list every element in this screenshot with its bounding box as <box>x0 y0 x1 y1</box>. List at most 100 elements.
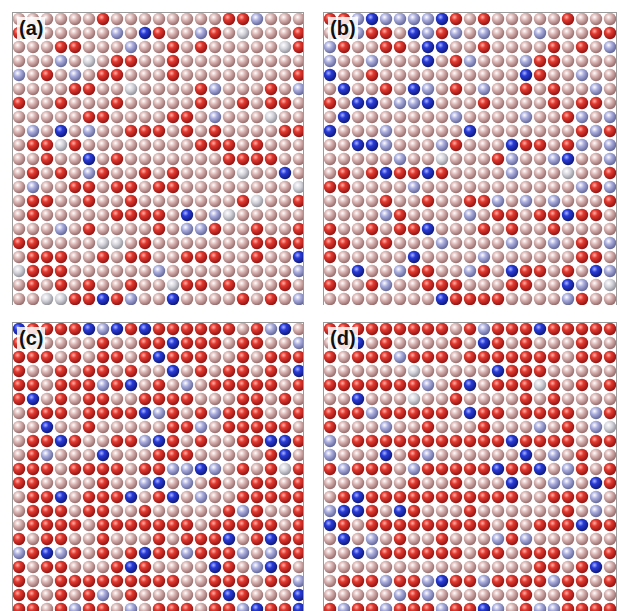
atom-sphere <box>380 463 392 475</box>
atom-sphere <box>352 519 364 531</box>
atom-sphere <box>55 153 67 165</box>
atom-sphere <box>408 337 420 349</box>
atom-sphere <box>464 337 476 349</box>
atom-sphere <box>338 153 350 165</box>
atom-sphere <box>520 449 532 461</box>
atom-spheres <box>13 323 304 611</box>
atom-sphere <box>324 365 336 377</box>
atom-sphere <box>562 27 574 39</box>
atom-sphere <box>548 125 560 137</box>
atom-sphere <box>69 533 81 545</box>
atom-sphere <box>237 153 249 165</box>
atom-sphere <box>69 27 81 39</box>
atom-sphere <box>27 575 39 587</box>
atom-sphere <box>548 589 560 601</box>
atom-sphere <box>27 293 39 305</box>
atom-sphere <box>27 139 39 151</box>
atom-sphere <box>548 491 560 503</box>
panel-label: (a) <box>17 17 45 39</box>
atom-sphere <box>139 97 151 109</box>
atom-sphere <box>195 435 207 447</box>
atom-sphere <box>408 195 420 207</box>
atom-sphere <box>265 547 277 559</box>
atom-sphere <box>590 265 602 277</box>
atom-sphere <box>55 83 67 95</box>
atom-sphere <box>324 125 336 137</box>
atom-sphere <box>324 589 336 601</box>
atom-sphere <box>125 41 137 53</box>
atom-sphere <box>408 139 420 151</box>
atom-sphere <box>562 435 574 447</box>
atom-sphere <box>562 251 574 263</box>
atom-sphere <box>422 265 434 277</box>
atom-sphere <box>366 139 378 151</box>
atom-sphere <box>450 505 462 517</box>
atom-sphere <box>338 435 350 447</box>
atom-sphere <box>450 435 462 447</box>
atom-sphere <box>464 379 476 391</box>
atom-sphere <box>167 463 179 475</box>
atom-sphere <box>41 279 53 291</box>
atom-sphere <box>41 575 53 587</box>
atom-sphere <box>125 491 137 503</box>
atom-sphere <box>97 111 109 123</box>
atom-sphere <box>324 561 336 573</box>
atom-sphere <box>181 519 193 531</box>
atom-sphere <box>450 279 462 291</box>
atom-sphere <box>366 55 378 67</box>
atom-sphere <box>181 97 193 109</box>
atom-sphere <box>506 435 518 447</box>
atom-sphere <box>293 505 304 517</box>
atom-sphere <box>604 365 616 377</box>
atom-sphere <box>492 519 504 531</box>
atom-sphere <box>97 421 109 433</box>
atom-sphere <box>562 393 574 405</box>
atom-sphere <box>153 561 165 573</box>
atom-sphere <box>562 153 574 165</box>
atom-sphere <box>293 237 304 249</box>
atom-sphere <box>125 477 137 489</box>
atom-sphere <box>464 491 476 503</box>
atom-sphere <box>251 365 263 377</box>
atom-sphere <box>464 603 476 611</box>
atom-sphere <box>167 251 179 263</box>
atom-sphere <box>209 477 221 489</box>
atom-sphere <box>394 435 406 447</box>
atom-sphere <box>153 491 165 503</box>
atom-sphere <box>55 167 67 179</box>
atom-sphere <box>293 265 304 277</box>
atom-sphere <box>422 519 434 531</box>
atom-sphere <box>209 505 221 517</box>
atom-sphere <box>464 27 476 39</box>
atom-sphere <box>181 41 193 53</box>
atom-sphere <box>324 265 336 277</box>
atom-sphere <box>195 491 207 503</box>
atom-sphere <box>251 223 263 235</box>
atom-sphere <box>394 477 406 489</box>
atom-sphere <box>69 83 81 95</box>
atom-sphere <box>548 533 560 545</box>
atom-sphere <box>265 125 277 137</box>
atom-sphere <box>548 237 560 249</box>
atom-sphere <box>265 505 277 517</box>
atom-sphere <box>324 393 336 405</box>
atom-sphere <box>69 223 81 235</box>
atom-sphere <box>251 209 263 221</box>
atom-sphere <box>237 575 249 587</box>
atom-sphere <box>450 27 462 39</box>
atom-sphere <box>506 153 518 165</box>
atom-sphere <box>450 209 462 221</box>
atom-sphere <box>83 209 95 221</box>
atom-sphere <box>41 491 53 503</box>
atom-sphere <box>408 69 420 81</box>
atom-sphere <box>366 491 378 503</box>
atom-sphere <box>534 209 546 221</box>
atom-sphere <box>492 603 504 611</box>
atom-sphere <box>478 351 490 363</box>
atom-sphere <box>408 223 420 235</box>
atom-sphere <box>13 589 25 601</box>
atom-sphere <box>394 251 406 263</box>
atom-sphere <box>366 407 378 419</box>
atom-sphere <box>97 69 109 81</box>
atom-sphere <box>125 13 137 25</box>
